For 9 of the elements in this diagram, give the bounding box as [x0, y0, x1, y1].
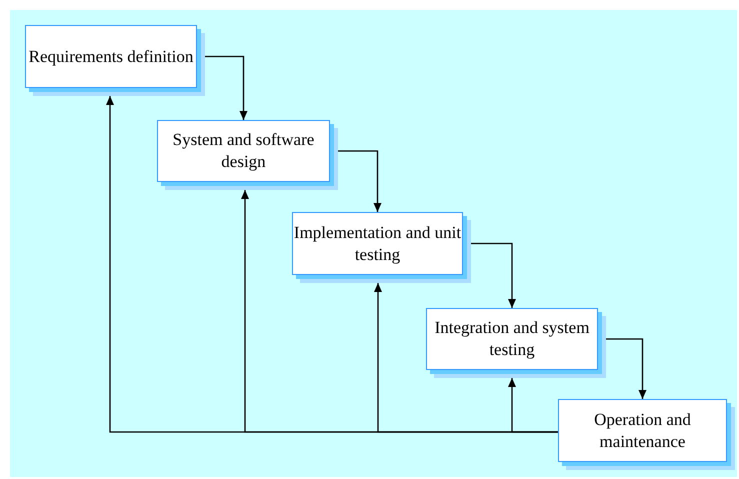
box-label: Requirements definition: [28, 46, 194, 68]
box-label: Operation and maintenance: [593, 408, 692, 452]
arrow: [606, 338, 646, 399]
arrow: [508, 378, 558, 433]
arrow: [471, 242, 516, 308]
box-label: Implementation and unit testing: [293, 222, 462, 266]
arrow: [338, 150, 382, 212]
box-label: System and software design: [172, 129, 316, 173]
box-label: Integration and system testing: [434, 317, 590, 361]
